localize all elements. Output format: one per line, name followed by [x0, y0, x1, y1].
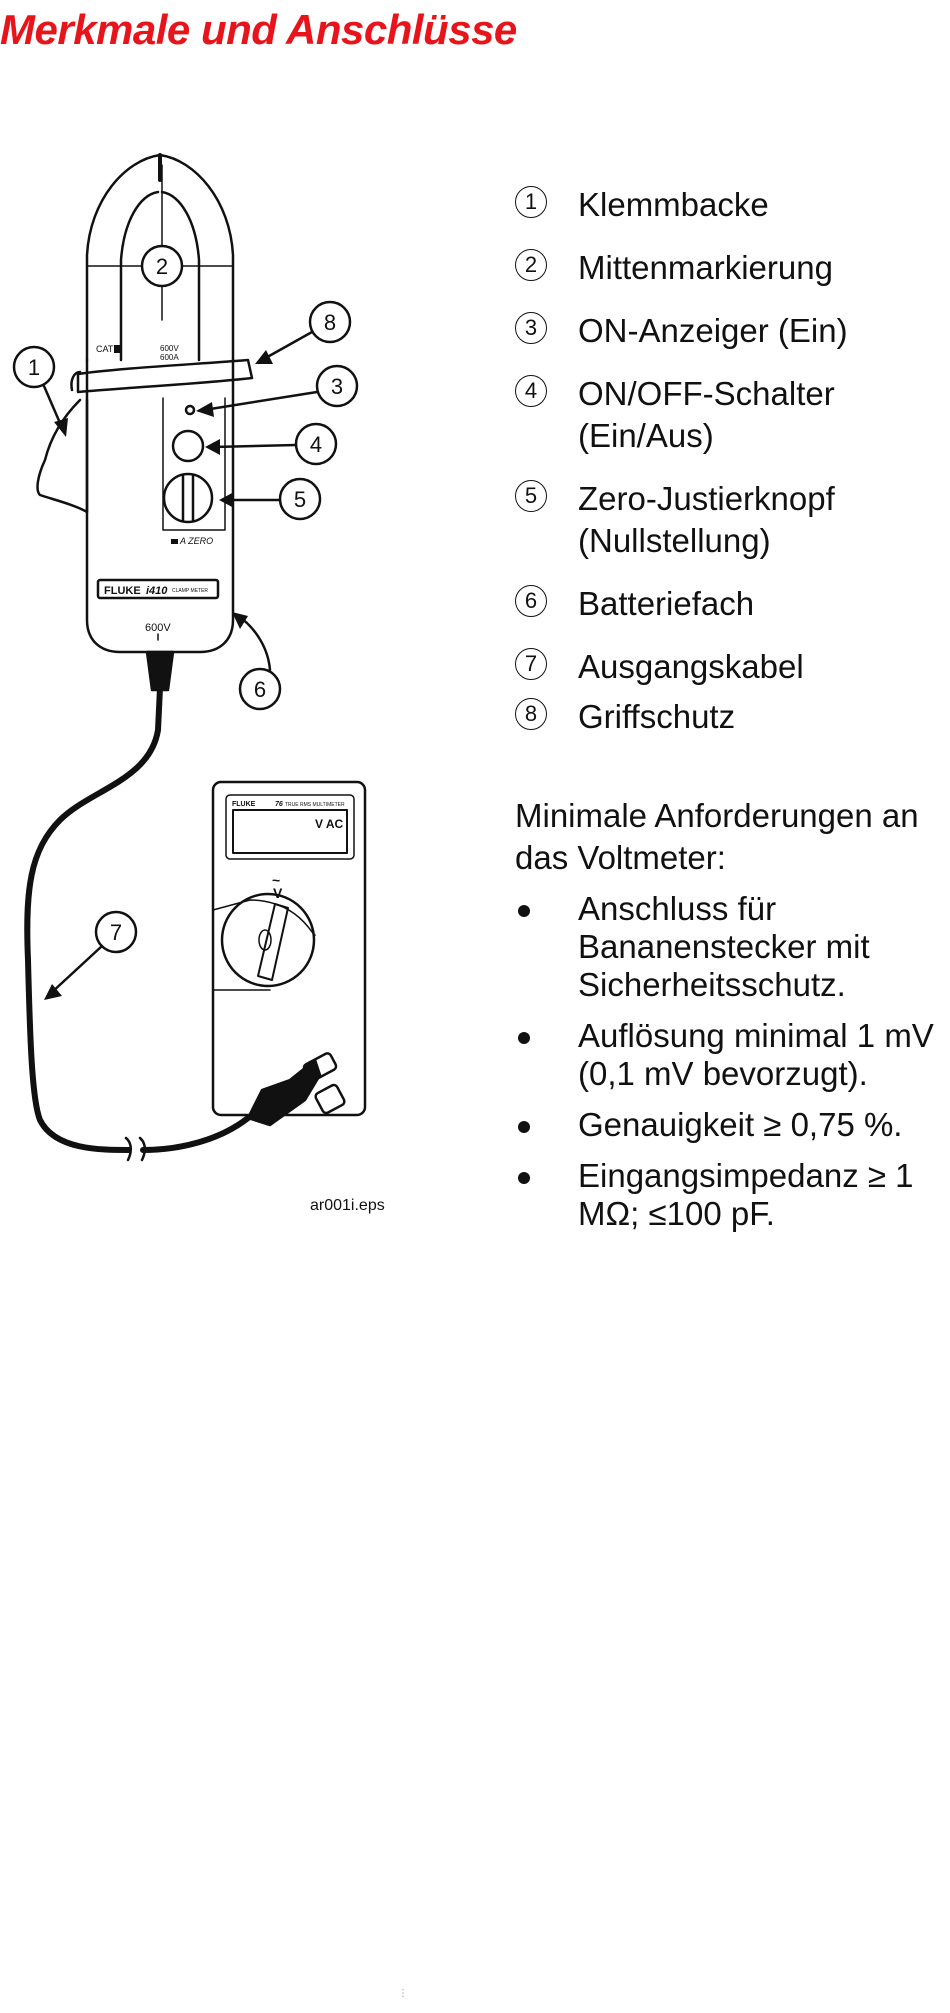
legend-number: 5 [515, 480, 547, 512]
legend-text: Mittenmarkierung [578, 249, 833, 286]
multimeter: FLUKE 76 TRUE RMS MULTIMETER V AC ~ V [211, 780, 367, 1127]
callout-6: 6 [232, 612, 282, 711]
legend-list: 1 Klemmbacke 2 Mittenmarkierung 3 ON-Anzeig… [515, 184, 935, 759]
requirement-item: Auflösung minimal 1 mV (0,1 mV bevorzugt… [515, 1017, 935, 1093]
clamp-brand-plate: FLUKE i410 CLAMP METER [96, 578, 220, 600]
svg-text:V: V [273, 885, 283, 901]
legend-item: 6 Batteriefach [515, 583, 935, 625]
callout-4: 4 [205, 422, 338, 466]
legend-text: Batteriefach [578, 585, 755, 622]
legend-number: 2 [515, 249, 547, 281]
legend-number: 4 [515, 375, 547, 407]
clamp-rating-a: 600A [160, 353, 179, 362]
bullet-icon [518, 1121, 530, 1133]
callout-8: 8 [255, 300, 352, 364]
requirements-title: Minimale Anforderungen an das Voltmeter: [515, 797, 919, 876]
svg-text:i410: i410 [146, 585, 168, 597]
footer-mark: ⋮ [398, 1988, 408, 1999]
legend-item: 5 Zero-Justierknopf (Nullstellung) [515, 478, 935, 562]
legend-number: 6 [515, 585, 547, 617]
requirement-text: Anschluss für Bananenstecker mit Sicherh… [578, 890, 870, 1003]
bullet-icon [518, 905, 530, 917]
zero-label: A ZERO [179, 536, 213, 546]
requirement-text: Eingangsimpedanz ≥ 1 MΩ; ≤100 pF. [578, 1157, 914, 1232]
clamp-bottom-rating: 600V [145, 622, 171, 634]
legend-item: 1 Klemmbacke [515, 184, 935, 226]
svg-text:V AC: V AC [315, 817, 344, 831]
legend-number: 1 [515, 186, 547, 218]
legend-item: 2 Mittenmarkierung [515, 247, 935, 289]
legend-item: 8 Griffschutz [515, 696, 935, 738]
callout-5: 5 [219, 477, 322, 521]
svg-text:~: ~ [272, 872, 280, 888]
requirement-item: Anschluss für Bananenstecker mit Sicherh… [515, 890, 935, 1004]
on-indicator [184, 404, 196, 416]
requirement-text: Auflösung minimal 1 mV (0,1 mV bevorzugt… [578, 1017, 934, 1092]
svg-text:7: 7 [110, 920, 122, 945]
requirement-item: Eingangsimpedanz ≥ 1 MΩ; ≤100 pF. [515, 1157, 935, 1233]
svg-text:76: 76 [275, 801, 283, 808]
legend-number: 3 [515, 312, 547, 344]
svg-text:2: 2 [156, 254, 168, 279]
output-cable [24, 685, 163, 1153]
legend-number: 8 [515, 698, 547, 730]
svg-text:6: 6 [254, 677, 266, 702]
legend-item: 3 ON-Anzeiger (Ein) [515, 310, 935, 352]
figure-caption: ar001i.eps [310, 1197, 385, 1214]
svg-text:FLUKE: FLUKE [232, 801, 256, 808]
legend-item: 7 Ausgangskabel [515, 646, 935, 688]
requirements-list: Anschluss für Bananenstecker mit Sicherh… [515, 890, 935, 1246]
page-title: Merkmale und Anschlüsse [0, 6, 517, 53]
clamp-rating-v: 600V [160, 344, 179, 353]
svg-text:3: 3 [331, 374, 343, 399]
on-off-switch [171, 429, 205, 463]
legend-text: Zero-Justierknopf (Nullstellung) [578, 480, 835, 559]
legend-text: Ausgangskabel [578, 648, 804, 685]
svg-text:CLAMP METER: CLAMP METER [172, 588, 208, 594]
svg-text:1: 1 [28, 355, 40, 380]
svg-text:8: 8 [324, 310, 336, 335]
bullet-icon [518, 1172, 530, 1184]
legend-text: ON-Anzeiger (Ein) [578, 312, 848, 349]
legend-number: 7 [515, 648, 547, 680]
callout-7: 7 [44, 910, 138, 1000]
svg-text:FLUKE: FLUKE [104, 585, 141, 597]
svg-text:TRUE RMS MULTIMETER: TRUE RMS MULTIMETER [285, 802, 345, 808]
legend-text: Klemmbacke [578, 186, 769, 223]
clamp-trigger [36, 398, 89, 514]
clamp-cat-label: CAT [96, 344, 114, 354]
requirement-item: Genauigkeit ≥ 0,75 %. [515, 1106, 935, 1144]
legend-text: Griffschutz [578, 698, 736, 735]
requirement-text: Genauigkeit ≥ 0,75 %. [578, 1106, 903, 1143]
svg-text:5: 5 [294, 487, 306, 512]
svg-text:4: 4 [310, 432, 322, 457]
clamp-meter-illustration: CAT 600V 600A A ZERO FLUKE i410 CLAMP ME… [0, 140, 420, 1240]
hand-guard [70, 358, 254, 394]
callout-2: 2 [140, 244, 184, 288]
legend-item: 4 ON/OFF-Schalter (Ein/Aus) [515, 373, 935, 457]
cable-strain-relief [145, 650, 175, 692]
bullet-icon [518, 1032, 530, 1044]
callout-1: 1 [12, 345, 68, 437]
callout-3: 3 [196, 364, 359, 417]
zero-adjust-knob [162, 472, 214, 524]
legend-text: ON/OFF-Schalter (Ein/Aus) [578, 375, 835, 454]
